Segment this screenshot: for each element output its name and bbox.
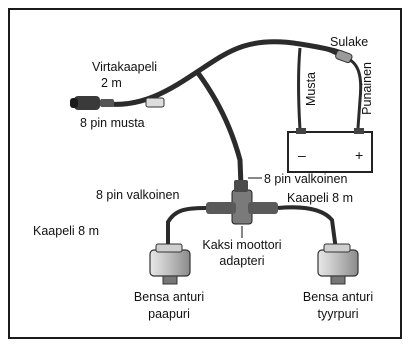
black-wire — [297, 47, 302, 131]
connector-8pin-black — [70, 96, 114, 110]
sensor-left-label-line2: paapuri — [148, 307, 190, 321]
fuse-label: Sulake — [330, 35, 369, 49]
black-wire-label: Musta — [304, 72, 318, 107]
cable-right — [277, 205, 338, 251]
two-engine-adapter — [206, 180, 278, 225]
red-wire-label: Punainen — [360, 62, 374, 115]
sensor-right-label-line2: tyyrpuri — [317, 307, 359, 321]
fuse-holder — [303, 42, 363, 129]
sensor-left — [149, 243, 191, 285]
power-cable-length: 2 m — [101, 76, 122, 90]
cable-left — [166, 206, 207, 250]
cable-right-label: Kaapeli 8 m — [287, 191, 354, 205]
power-cable-label: Virtakaapeli — [92, 60, 158, 74]
adapter-label-line2: adapteri — [219, 254, 265, 268]
battery-terminal-plus: + — [355, 147, 364, 163]
sensor-right — [317, 243, 359, 285]
cable-left-label: Kaapeli 8 m — [33, 224, 100, 238]
adapter-cable — [195, 70, 244, 189]
sensor-left-label-line1: Bensa anturi — [133, 290, 205, 304]
battery — [287, 128, 373, 173]
connector-white-left-label: 8 pin valkoinen — [96, 188, 180, 202]
adapter-label-line1: Kaksi moottori — [202, 238, 282, 252]
battery-terminal-minus: – — [298, 147, 306, 163]
cable-tag — [145, 97, 165, 108]
connector-black-label: 8 pin musta — [80, 116, 145, 130]
sensor-right-label-line1: Bensa anturi — [302, 290, 374, 304]
connector-white-right-label: 8 pin valkoinen — [264, 172, 348, 186]
